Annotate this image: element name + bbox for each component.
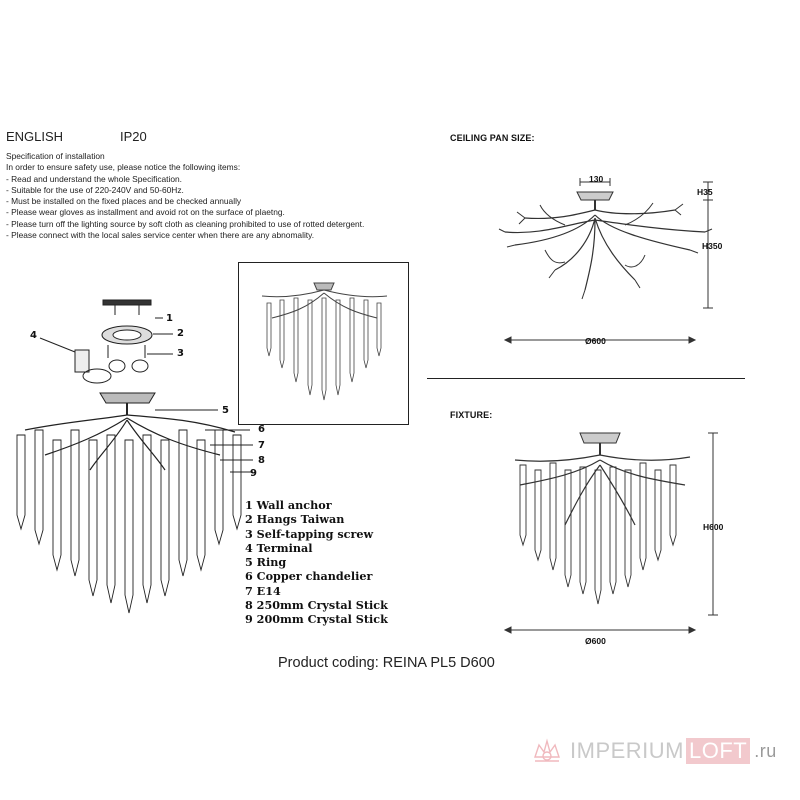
watermark-imperium: IMPERIUM [570,738,684,763]
pan-diameter-label: Ø600 [585,336,606,346]
crown-icon [534,738,560,762]
part-item: 8 250mm Crystal Stick [245,598,388,613]
callout-2: 2 [177,328,184,339]
fixture-title: FIXTURE: [450,410,493,420]
callout-7: 7 [258,440,265,451]
product-photo-frame [238,262,409,425]
callout-8: 8 [258,455,265,466]
part-item: 6 Copper chandelier [245,569,373,584]
watermark-logo: IMPERIUM LOFT .ru [530,737,777,765]
spec-line: - Suitable for the use of 220-240V and 5… [6,184,184,195]
callout-1: 1 [166,313,173,324]
callout-6: 6 [258,424,265,435]
spec-line: - Please turn off the lighting source by… [6,218,365,229]
fixture-height-label: H600 [703,522,724,532]
spec-line: - Please wear gloves as installment and … [6,207,285,218]
product-coding: Product coding: REINA PL5 D600 [278,655,495,671]
part-item: 5 Ring [245,555,287,570]
language-label: ENGLISH [6,129,64,144]
specification-block: Specification of installation In order t… [6,151,426,241]
pan-width-label: 130 [589,174,604,184]
spec-line: - Read and understand the whole Specific… [6,173,182,184]
part-item: 2 Hangs Taiwan [245,512,345,527]
fixture-drawing [503,432,718,634]
callout-3: 3 [177,348,184,359]
part-item: 1 Wall anchor [245,498,332,512]
part-item: 7 E14 [245,583,281,598]
spec-line: In order to ensure safety use, please no… [6,162,241,173]
watermark-tld: .ru [754,740,777,761]
ceiling-pan-drawing [498,178,713,344]
pan-h35-label: H35 [697,187,713,197]
ip-rating-label: IP20 [120,129,147,144]
part-item: 3 Self-tapping screw [245,526,374,541]
parts-list: 1 Wall anchor 2 Hangs Taiwan 3 Self-tapp… [245,498,388,627]
part-item: 9 200mm Crystal Stick [245,612,388,627]
spec-line: - Must be installed on the fixed places … [6,196,242,207]
part-item: 4 Terminal [245,540,313,555]
callout-4: 4 [30,330,37,341]
ceiling-pan-title: CEILING PAN SIZE: [450,133,535,143]
fixture-diameter-label: Ø600 [585,636,606,646]
product-photo [261,282,388,401]
pan-h350-label: H350 [702,241,723,251]
callout-9: 9 [250,468,257,479]
section-divider [427,378,745,379]
callout-5: 5 [222,405,229,416]
exploded-view-drawing [16,299,253,614]
watermark-loft: LOFT [686,738,751,764]
spec-title: Specification of installation [6,151,105,161]
spec-line: - Please connect with the local sales se… [6,230,315,241]
